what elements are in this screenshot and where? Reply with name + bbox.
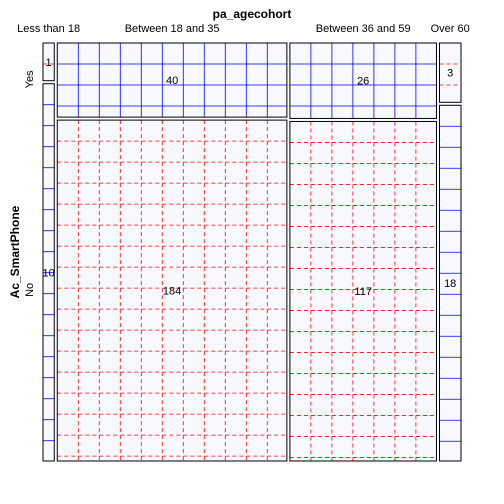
cell-fill [439,43,461,103]
cell-fill [57,120,287,461]
cell-yes-between-36-and-59 [289,42,437,119]
value-label-no-over-60: 18 [444,278,456,290]
row-label-yes: Yes [24,70,36,88]
cell-border [289,42,437,119]
cell-yes-less-than-18 [42,42,55,82]
column-label-between-18-and-35: Between 18 and 35 [125,23,220,35]
mosaic-cells [42,42,462,462]
cell-border [42,83,55,462]
value-label-yes-over-60: 3 [447,68,453,80]
column-label-less-than-18: Less than 18 [17,23,80,35]
cell-no-over-60 [438,104,462,462]
value-label-no-less-than-18: 10 [42,267,54,279]
value-label-yes-less-than-18: 1 [46,57,52,69]
cell-no-less-than-18 [42,83,55,462]
cell-border [289,120,437,462]
cell-yes-between-18-and-35 [56,42,288,118]
column-label-between-36-and-59: Between 36 and 59 [316,23,411,35]
cell-border [56,42,288,118]
cell-fill [43,43,55,81]
column-label-over-60: Over 60 [431,23,470,35]
chart-title: pa_agecohort [213,7,292,21]
cell-border [42,42,55,82]
value-label-yes-between-36-and-59: 26 [357,76,369,88]
cell-border [438,104,462,462]
cell-fill [57,43,287,118]
row-label-no: No [24,283,36,297]
cell-value-labels: 1 10 40 184 26 117 3 18 [42,57,456,298]
cell-border [438,42,462,103]
cell-fill [289,121,437,462]
cell-yes-over-60 [438,42,462,103]
column-labels: Less than 18 Between 18 and 35 Between 36 … [17,23,470,35]
cell-no-between-36-and-59 [289,120,437,462]
cell-no-between-18-and-35 [56,119,288,462]
value-label-no-between-18-and-35: 184 [163,286,181,298]
y-axis-title: Ac_SmartPhone [8,205,22,298]
value-label-no-between-36-and-59: 117 [354,286,372,298]
cell-fill [439,105,461,462]
value-label-yes-between-18-and-35: 40 [166,75,178,87]
cell-border [56,119,288,462]
